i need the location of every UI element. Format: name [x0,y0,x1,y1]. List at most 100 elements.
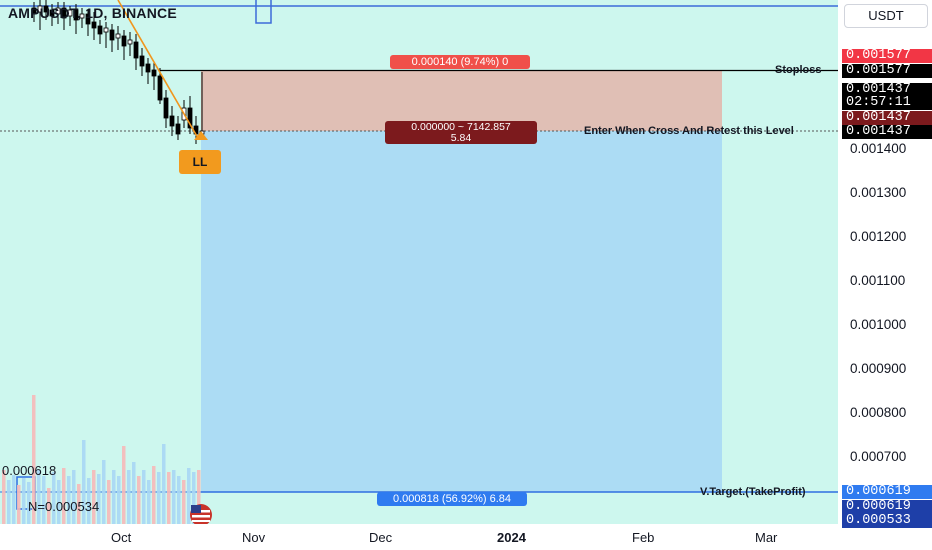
volume-bar [27,482,31,524]
volume-bar [117,476,121,524]
candle-body[interactable] [145,63,151,73]
indicator-price-label-a: 0.000619 [842,500,932,514]
volume-bar [137,476,141,524]
volume-bar [147,480,151,524]
volume-bar [162,444,166,524]
indicator-top-value: 0.000618 [2,463,57,478]
candle-body[interactable] [163,97,169,119]
volume-bar [47,488,51,524]
time-label: Feb [632,530,655,545]
candle-body[interactable] [31,7,37,15]
price-tick: 0.001000 [850,317,907,332]
target-zone[interactable] [201,131,722,492]
candle-body[interactable] [55,7,61,15]
time-label: 2024 [497,530,526,545]
candle-body[interactable] [61,7,67,19]
price-tick: 0.001100 [850,273,906,288]
candle-body[interactable] [133,41,139,59]
bar-countdown: 02:57:11 [842,96,932,110]
volume-bar [72,470,76,524]
candle-body[interactable] [97,25,103,35]
volume-bar [167,472,171,524]
volume-bar [22,478,26,524]
candle-body[interactable] [91,21,97,29]
trend-line[interactable] [117,0,199,139]
entry-info-line2: 5.84 [450,131,472,144]
price-tick: 0.001400 [850,141,907,156]
candle-body[interactable] [73,9,79,21]
candle-body[interactable] [121,35,127,47]
target-annotation[interactable]: V.Target.(TakeProfit) [700,486,806,498]
volume-bar [32,395,36,524]
volume-bar [187,468,191,524]
chart-pane[interactable]: AMPUSDT, 1D, BINANCE LL 0.000140 (9.74%)… [0,0,838,524]
chart-canvas[interactable] [0,0,838,524]
candle-body[interactable] [103,27,109,33]
volume-bar [102,460,106,524]
us-flag-icon[interactable] [190,504,212,524]
entry-price-label-red: 0.001437 [842,111,932,125]
symbol-title[interactable]: AMPUSDT, 1D, BINANCE [8,5,177,21]
time-label: Mar [755,530,778,545]
stop-info-tag[interactable]: 0.000140 (9.74%) 0 [390,55,530,69]
volume-bar [7,480,11,524]
time-label: Nov [242,530,266,545]
volume-bar [2,470,6,524]
volume-bar [127,470,131,524]
candle-body[interactable] [49,9,55,17]
candle-body[interactable] [37,5,43,13]
entry-price-label: 0.001437 [842,125,932,139]
ll-marker-arrow [194,131,208,140]
time-label: Oct [111,530,132,545]
stoploss-price-label: 0.001577 [842,64,932,78]
candle-body[interactable] [127,39,133,45]
price-tick: 0.001300 [850,185,907,200]
candle-body[interactable] [169,115,175,127]
candle-body[interactable] [187,107,193,129]
rectangle-drawing[interactable] [255,0,272,24]
volume-bar [132,462,136,524]
candle-body[interactable] [157,75,163,101]
volume-bar [112,470,116,524]
volume-bar [17,485,21,524]
volume-bar [197,470,201,524]
price-scale[interactable]: USDT 0.001577 0.001577 0.001437 02:57:11… [838,0,932,550]
price-tick: 0.001200 [850,229,907,244]
indicator-n-value: N=0.000534 [28,499,100,514]
target-price-label: 0.000619 [842,485,932,499]
candle-body[interactable] [43,5,49,13]
entry-annotation[interactable]: Enter When Cross And Retest this Level [584,125,794,137]
volume-bar [182,480,186,524]
entry-info-tag[interactable]: 0.000000 ~ 7142.857 5.84 [385,121,537,144]
stoploss-annotation[interactable]: Stoploss [775,64,822,76]
price-tick: 0.000800 [850,405,907,420]
indicator-price-label-b: 0.000533 [842,514,932,528]
volume-bar [172,470,176,524]
stoploss-price-label-red: 0.001577 [842,49,932,63]
volume-bar [87,478,91,524]
candle-body[interactable] [67,9,73,17]
ll-label: LL [192,155,208,169]
price-tick: 0.000900 [850,361,907,376]
currency-button[interactable]: USDT [844,4,928,28]
time-axis[interactable]: Oct Nov Dec 2024 Feb Mar [0,524,838,550]
candle-body[interactable] [79,13,85,19]
volume-bar [12,475,16,524]
volume-bar [97,474,101,524]
target-info-tag[interactable]: 0.000818 (56.92%) 6.84 [377,492,527,506]
volume-bar [42,476,46,524]
candle-body[interactable] [139,55,145,67]
volume-bar [37,470,41,524]
price-candles[interactable] [31,0,205,144]
time-label: Dec [369,530,393,545]
candle-body[interactable] [85,13,91,25]
candle-body[interactable] [115,33,121,39]
candle-body[interactable] [151,69,157,77]
ll-marker-box[interactable] [179,150,221,174]
volume-bar [177,476,181,524]
entry-info-line1: 0.000000 ~ 7142.857 [411,121,511,133]
last-price-label: 0.001437 [842,83,932,97]
candle-body[interactable] [109,29,115,41]
candle-body[interactable] [175,123,181,135]
volume-bars [2,395,201,524]
